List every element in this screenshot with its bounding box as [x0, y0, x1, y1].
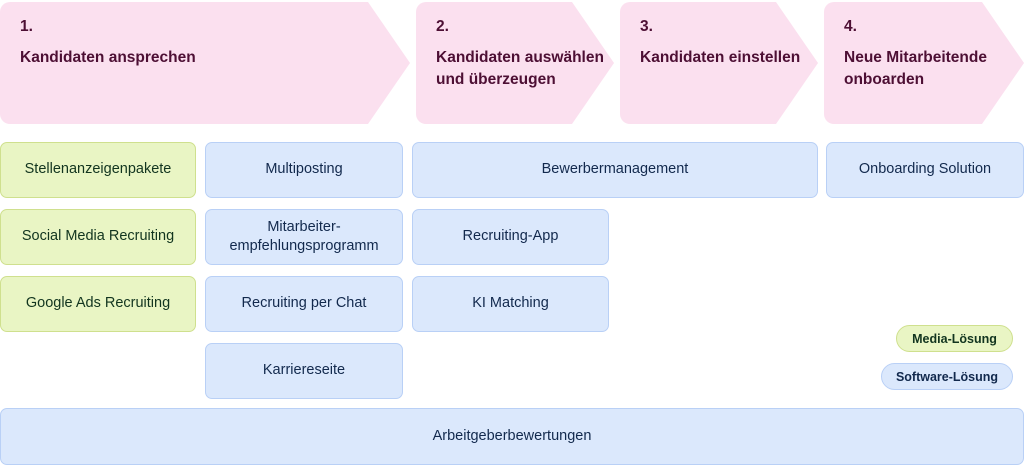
phase-number: 2.	[436, 18, 449, 35]
solution-label: Onboarding Solution	[858, 161, 992, 178]
phase-number: 3.	[640, 18, 653, 35]
solution-box-recruiting-per-chat[interactable]: Recruiting per Chat	[205, 276, 403, 332]
solution-box-ki-matching[interactable]: KI Matching	[412, 276, 609, 332]
phase-chevron-2: 2. Kandidaten auswählen und überzeugen	[416, 2, 614, 124]
legend-label: Media-Lösung	[912, 331, 997, 346]
solution-label: Social Media Recruiting	[21, 228, 175, 245]
solution-label: KI Matching	[472, 295, 549, 312]
phase-chevron-4: 4. Neue Mitarbeitende onboarden	[824, 2, 1024, 124]
phase-title: Kandidaten ansprechen	[20, 49, 196, 66]
phase-number: 1.	[20, 18, 33, 35]
solution-box-karriereseite[interactable]: Karriereseite	[205, 343, 403, 399]
solution-label: Karriereseite	[262, 362, 346, 379]
solution-box-multiposting[interactable]: Multiposting	[205, 142, 403, 198]
solution-label: Recruiting-App	[462, 228, 559, 245]
phase-chevron-3: 3. Kandidaten einstellen	[620, 2, 818, 124]
solution-label: Multiposting	[265, 161, 343, 178]
solution-box-stellenanzeigenpakete[interactable]: Stellenanzeigenpakete	[0, 142, 196, 198]
phase-title: Neue Mitarbeitende onboarden	[844, 49, 987, 88]
phase-chevron-1: 1. Kandidaten ansprechen	[0, 2, 410, 124]
solution-box-arbeitgeberbewertungen[interactable]: Arbeitgeberbewertungen	[0, 408, 1024, 465]
solution-label: Google Ads Recruiting	[25, 295, 171, 312]
solution-label: Mitarbeiter-empfehlungsprogramm	[229, 218, 379, 254]
solution-box-bewerbermanagement[interactable]: Bewerbermanagement	[412, 142, 818, 198]
solution-box-google-ads-recruiting[interactable]: Google Ads Recruiting	[0, 276, 196, 332]
phase-title: Kandidaten einstellen	[640, 49, 801, 66]
solution-box-social-media-recruiting[interactable]: Social Media Recruiting	[0, 209, 196, 265]
solution-box-recruiting-app[interactable]: Recruiting-App	[412, 209, 609, 265]
solution-label: Stellenanzeigenpakete	[24, 161, 172, 178]
legend-label: Software-Lösung	[895, 369, 999, 384]
solution-label: Recruiting per Chat	[241, 295, 367, 312]
legend-pill-software-loesung[interactable]: Software-Lösung	[881, 363, 1013, 390]
phase-number: 4.	[844, 18, 857, 35]
legend-pill-media-loesung[interactable]: Media-Lösung	[896, 325, 1013, 352]
solution-label: Arbeitgeberbewertungen	[432, 427, 592, 444]
phase-title: Kandidaten auswählen und überzeugen	[436, 49, 604, 88]
solution-box-onboarding-solution[interactable]: Onboarding Solution	[826, 142, 1024, 198]
solution-label: Bewerbermanagement	[541, 161, 689, 178]
solution-box-mitarbeiterempfehlungsprogramm[interactable]: Mitarbeiter-empfehlungsprogramm	[205, 209, 403, 265]
